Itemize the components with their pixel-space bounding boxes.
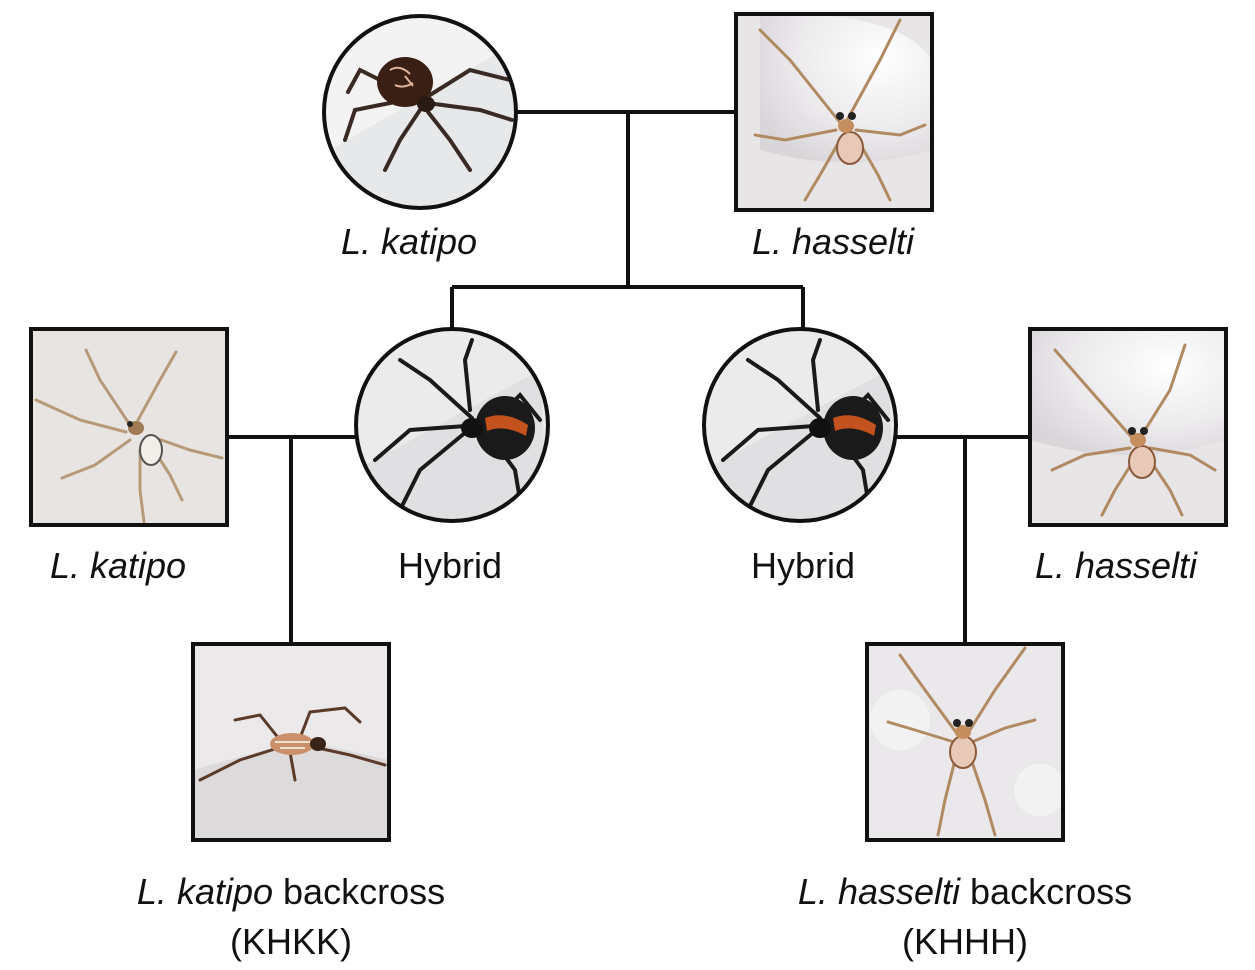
hasselti-parent-label: L. hasselti <box>752 222 914 262</box>
hybrid-right-label: Hybrid <box>750 545 856 586</box>
katipo-parent-label: L. katipo <box>341 222 477 262</box>
hasselti-backcross-genus: L. <box>797 871 828 912</box>
katipo-backcross-photo <box>191 642 391 842</box>
katipo-parent-photo <box>322 14 518 210</box>
katipo-parent-species: katipo <box>380 221 478 262</box>
hasselti-backcross-parent-genus: L. <box>1034 545 1065 586</box>
hasselti-parent-genus: L. <box>751 221 782 262</box>
hybrid-right-photo <box>702 327 898 523</box>
katipo-backcross-parent-species: katipo <box>89 545 187 586</box>
katipo-backcross-parent-label: L. katipo <box>50 546 186 586</box>
katipo-backcross-genus: L. <box>136 871 167 912</box>
hybrid-left-label: Hybrid <box>397 545 503 586</box>
hybrid-left-photo <box>354 327 550 523</box>
katipo-backcross-species: katipo <box>176 871 274 912</box>
katipo-backcross-label: L. katipo backcross <box>137 872 445 912</box>
hasselti-backcross-parent-photo <box>1028 327 1228 527</box>
hasselti-backcross-code: (KHHH) <box>902 921 1028 962</box>
katipo-backcross-code: (KHKK) <box>229 921 353 962</box>
hasselti-parent-photo <box>734 12 934 212</box>
hasselti-backcross-suffix: backcross <box>970 871 1133 912</box>
hasselti-backcross-parent-label: L. hasselti <box>1035 546 1197 586</box>
hasselti-parent-species: hasselti <box>791 221 915 262</box>
hasselti-backcross-parent-species: hasselti <box>1074 545 1198 586</box>
pedigree-lines <box>227 110 1030 644</box>
hasselti-backcross-label: L. hasselti backcross <box>798 872 1132 912</box>
katipo-parent-genus: L. <box>340 221 371 262</box>
katipo-backcross-parent-photo <box>29 327 229 527</box>
katipo-backcross-parent-genus: L. <box>49 545 80 586</box>
hasselti-backcross-photo <box>865 642 1066 842</box>
katipo-backcross-suffix: backcross <box>283 871 446 912</box>
hasselti-backcross-species: hasselti <box>837 871 961 912</box>
